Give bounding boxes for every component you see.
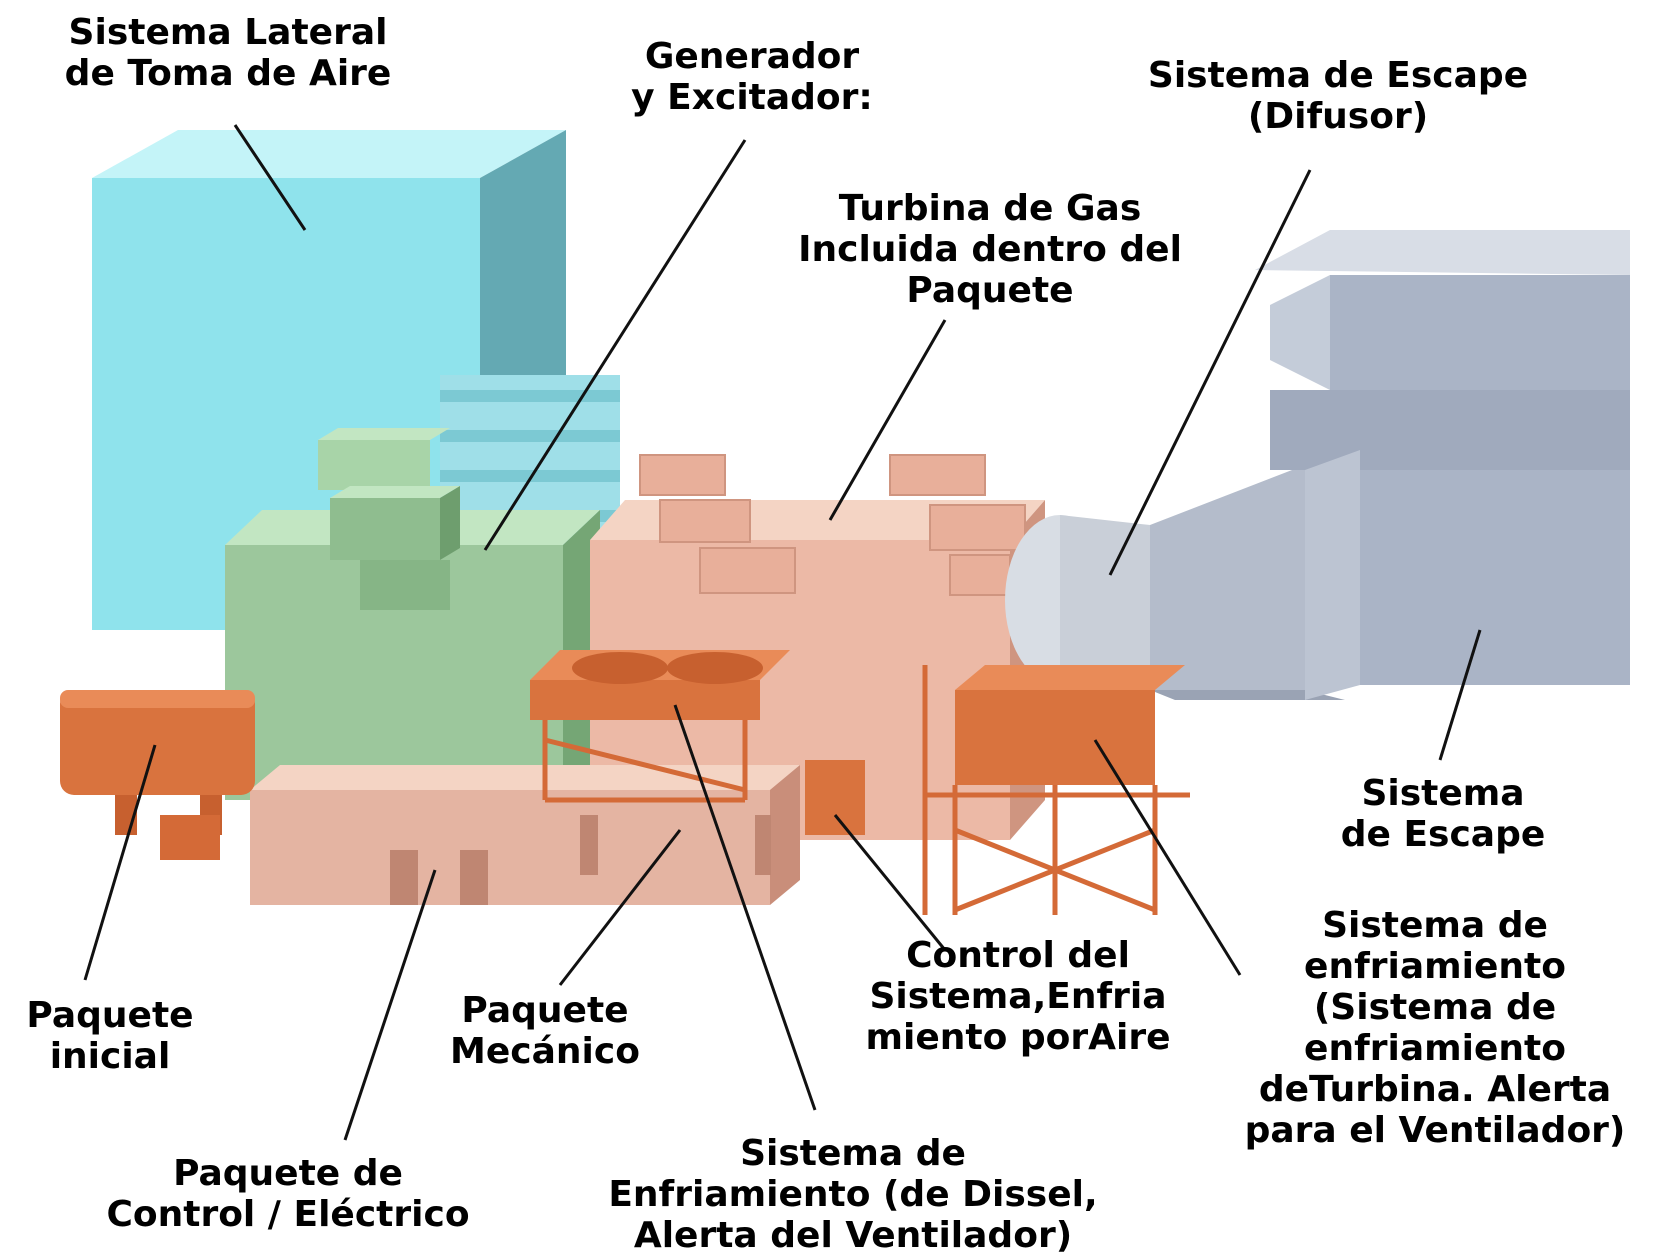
label-turbine-cooling-system: Sistema de enfriamiento (Sistema de enfr… [1244, 905, 1626, 1151]
leader-cooling-turbine [1093, 739, 1242, 976]
label-exhaust-diffuser: Sistema de Escape (Difusor) [1147, 55, 1529, 137]
leader-gas-turbine [828, 319, 947, 521]
label-air-intake-system: Sistema Lateral de Toma de Aire [64, 12, 392, 94]
label-mechanical-package: Paquete Mecánico [450, 990, 640, 1072]
leader-exhaust-system [1438, 629, 1482, 761]
label-gas-turbine: Turbina de Gas Incluida dentro del Paque… [798, 188, 1182, 311]
leader-starting-package [83, 744, 157, 981]
leader-control-air-cooling [833, 814, 947, 951]
turbine-cooling-skid [922, 665, 1190, 915]
gas-turbine-enclosure [250, 454, 1045, 905]
label-control-electrical-package: Paquete de Control / Eléctrico [106, 1153, 470, 1235]
leader-control-electrical [343, 869, 437, 1141]
exhaust-system [1005, 230, 1630, 700]
label-starting-package: Paquete inicial [26, 995, 194, 1077]
leader-mechanical-package [558, 829, 682, 986]
diesel-cooling-skid [530, 650, 865, 835]
label-generator-exciter: Generador y Excitador: [631, 36, 873, 118]
label-exhaust-system: Sistema de Escape [1340, 773, 1546, 855]
leader-cooling-diesel [673, 704, 817, 1111]
leader-lines [83, 124, 1482, 1141]
label-control-air-cooling: Control del Sistema,Enfria miento porAir… [865, 935, 1171, 1058]
leader-generator [483, 139, 747, 551]
generator-exciter [225, 428, 600, 800]
leader-air-intake [233, 124, 307, 231]
leader-exhaust-diffuser [1108, 169, 1312, 576]
starting-package [60, 690, 255, 860]
label-diesel-cooling-system: Sistema de Enfriamiento (de Dissel, Aler… [608, 1133, 1098, 1256]
